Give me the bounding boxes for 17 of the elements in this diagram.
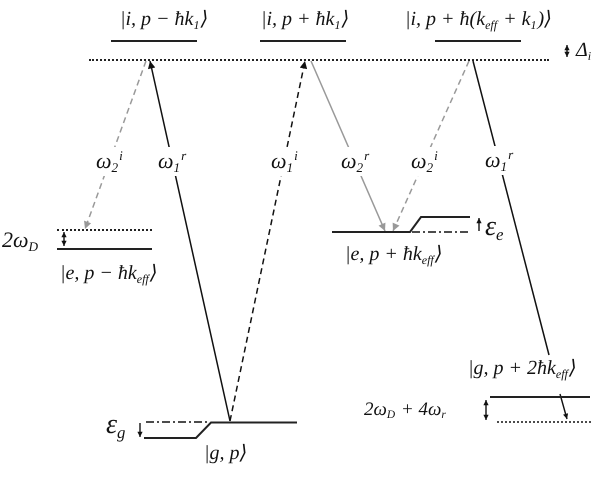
transition-arrow (229, 60, 308, 422)
state-label: |i, p − ħk$_{1}$⟩ (120, 7, 208, 32)
dimension-label: 2ω$_{D}$ + 4ω$_{r}$ (364, 398, 447, 424)
state-label: |g, p⟩ (204, 441, 248, 466)
transition-arrow (148, 60, 231, 422)
dimension-label: Δ$_{i}$ (576, 38, 592, 65)
state-label: |i, p + ħ(k$_{eff}$ + k$_{1}$)⟩ (405, 7, 552, 32)
dotted-level-line (89, 59, 549, 61)
dotted-level-line (57, 229, 152, 231)
state-label: |e, p + ħk$_{eff}$⟩ (345, 242, 443, 267)
state-label: |g, p + 2ħk$_{eff}$⟩ (468, 356, 577, 381)
dimension-label: 2ω$_{D}$ (2, 226, 40, 256)
dimension-label: ε$_{e}$ (485, 210, 504, 246)
state-label: |e, p − ħk$_{eff}$⟩ (60, 261, 158, 286)
dimension-label: ε$_{g}$ (106, 408, 126, 444)
transition-line (472, 60, 550, 356)
state-label: |i, p + ħk$_{1}$⟩ (261, 7, 350, 32)
